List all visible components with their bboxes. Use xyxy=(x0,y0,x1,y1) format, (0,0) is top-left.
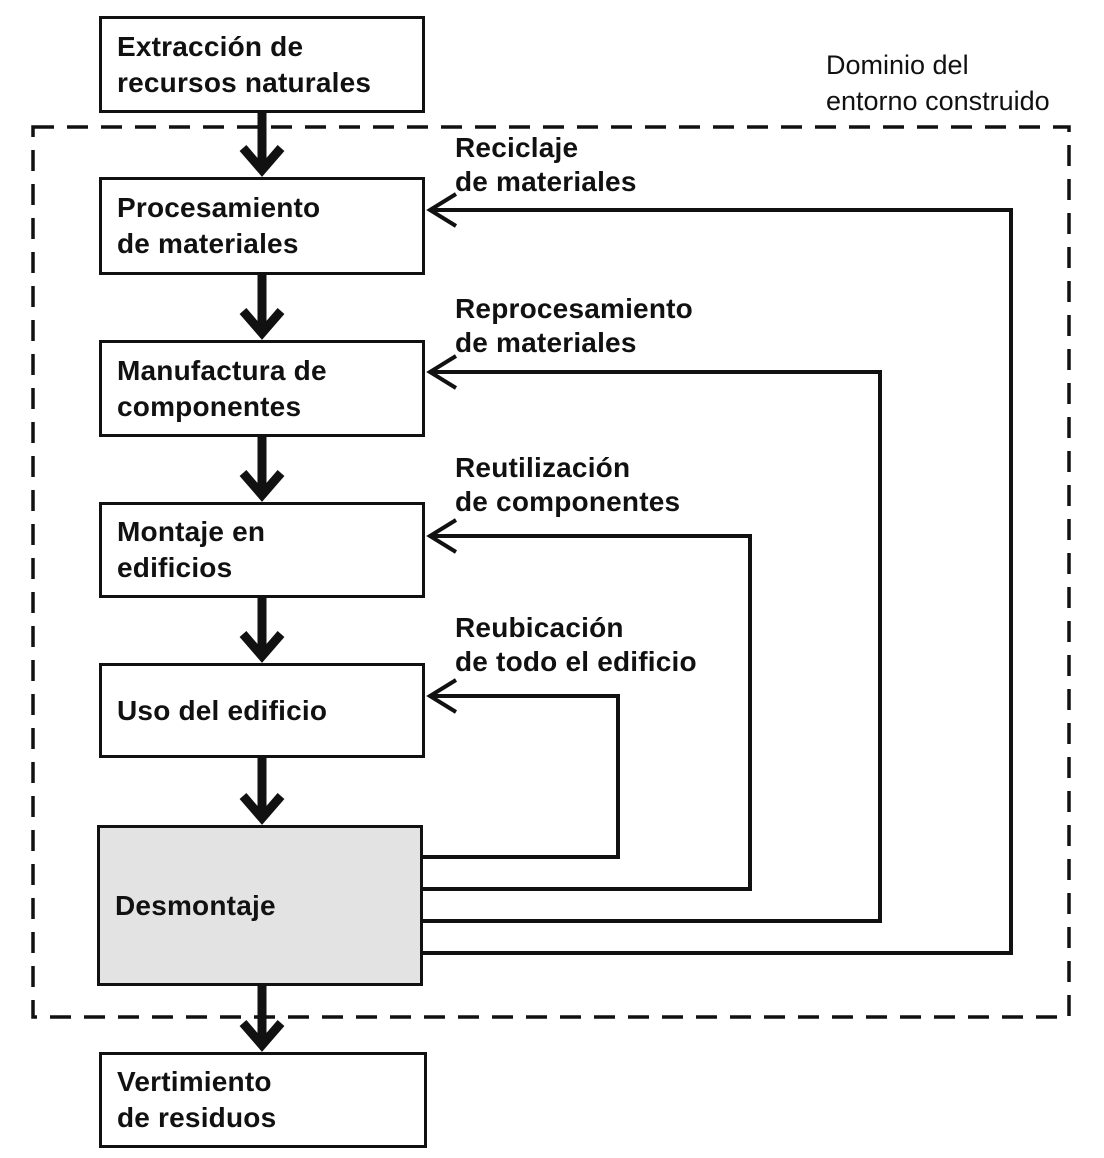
box-vertimiento: Vertimiento de residuos xyxy=(99,1052,427,1148)
box-uso: Uso del edificio xyxy=(99,663,425,758)
loop-arrow-reubicacion xyxy=(422,678,620,859)
box-montaje-label: Montaje en edificios xyxy=(117,516,266,583)
box-montaje: Montaje en edificios xyxy=(99,502,425,598)
loop-arrow-reutilizacion xyxy=(422,518,752,891)
domain-label: Dominio del entorno construido xyxy=(826,50,1050,116)
box-desmontaje: Desmontaje xyxy=(97,825,423,986)
arrow-procesamiento-to-manufactura xyxy=(239,275,285,340)
arrow-montaje-to-uso xyxy=(239,598,285,663)
loop-arrow-reprocesamiento xyxy=(422,354,882,923)
box-manufactura: Manufactura de componentes xyxy=(99,340,425,437)
box-desmontaje-label: Desmontaje xyxy=(115,889,276,921)
box-uso-label: Uso del edificio xyxy=(117,694,328,726)
box-vertimiento-label: Vertimiento de residuos xyxy=(117,1066,277,1133)
box-procesamiento: Procesamiento de materiales xyxy=(99,177,425,275)
loop-label-reutilizacion: Reutilización de componentes xyxy=(455,452,681,517)
loop-label-reciclaje: Reciclaje de materiales xyxy=(455,132,637,197)
box-manufactura-label: Manufactura de componentes xyxy=(117,354,327,422)
box-procesamiento-label: Procesamiento de materiales xyxy=(117,192,321,259)
loop-label-reprocesamiento: Reprocesamiento de materiales xyxy=(455,293,693,358)
loop-arrow-reciclaje xyxy=(422,192,1013,955)
arrow-manufactura-to-montaje xyxy=(239,437,285,502)
box-extraccion-label: Extracción de recursos naturales xyxy=(117,30,372,98)
loop-label-reubicacion: Reubicación de todo el edificio xyxy=(455,612,697,677)
arrow-extraccion-to-procesamiento xyxy=(239,113,285,177)
arrow-desmontaje-to-vertimiento xyxy=(239,986,285,1052)
arrow-uso-to-desmontaje xyxy=(239,758,285,825)
box-extraccion: Extracción de recursos naturales xyxy=(99,16,425,113)
domain-boundary-rect xyxy=(31,125,1071,1019)
